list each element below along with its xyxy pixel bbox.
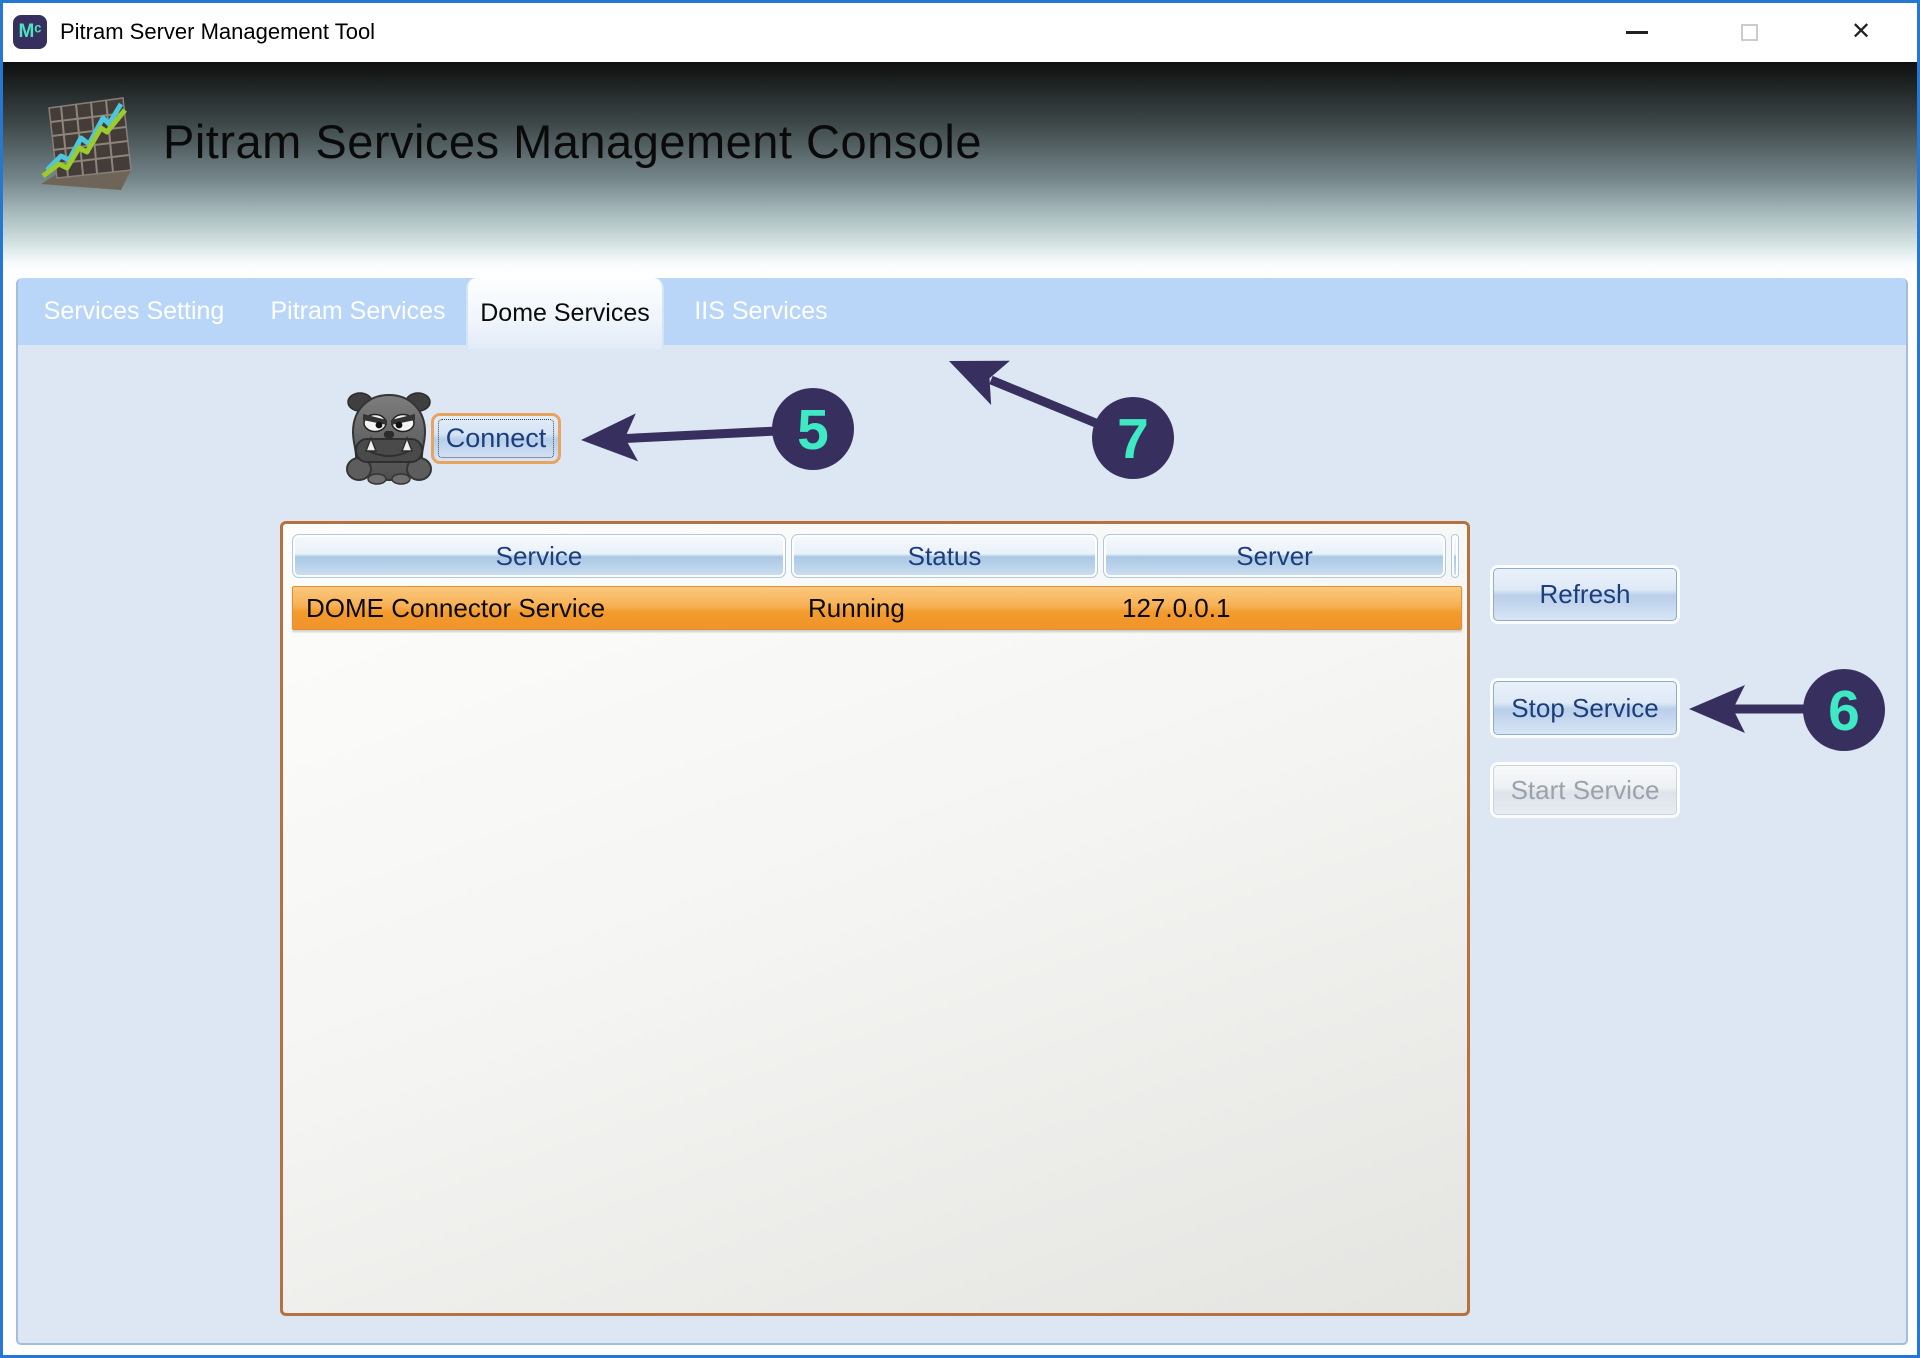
window-controls: ✕ xyxy=(1581,3,1917,61)
table-header-row: Service Status Server xyxy=(292,534,1459,578)
table-row[interactable]: DOME Connector Service Running 127.0.0.1 xyxy=(292,586,1462,630)
window-title: Pitram Server Management Tool xyxy=(60,19,376,44)
cell-service: DOME Connector Service xyxy=(306,592,606,623)
minimize-icon xyxy=(1626,30,1648,34)
refresh-button[interactable]: Refresh xyxy=(1493,568,1677,621)
close-button[interactable]: ✕ xyxy=(1805,3,1917,61)
tab-iis-services[interactable]: IIS Services xyxy=(694,297,828,325)
bulldog-icon xyxy=(346,392,432,485)
connect-button[interactable]: Connect xyxy=(431,413,561,464)
cell-server: 127.0.0.1 xyxy=(1122,592,1231,623)
console-title: Pitram Services Management Console xyxy=(163,115,982,168)
column-header-filler xyxy=(1451,534,1459,578)
stop-service-button[interactable]: Stop Service xyxy=(1493,681,1677,735)
line-chart-icon xyxy=(41,97,132,190)
banner: Pitram Services Management Console xyxy=(3,62,1917,274)
tab-pitram-services[interactable]: Pitram Services xyxy=(270,297,446,325)
start-service-button[interactable]: Start Service xyxy=(1493,765,1677,815)
app-icon: Mᶜ xyxy=(13,15,47,49)
maximize-icon xyxy=(1740,23,1758,41)
column-header-status[interactable]: Status xyxy=(790,534,1099,578)
column-header-service[interactable]: Service xyxy=(292,534,786,578)
cell-status: Running xyxy=(808,592,905,623)
title-bar: Mᶜ Pitram Server Management Tool ✕ xyxy=(3,3,1917,61)
tab-strip: Services Setting Pitram Services Dome Se… xyxy=(18,278,1906,349)
close-icon: ✕ xyxy=(1850,18,1872,45)
service-table: Service Status Server DOME Connector Ser… xyxy=(280,521,1470,1316)
connect-button-label: Connect xyxy=(437,419,555,458)
tab-dome-services[interactable]: Dome Services xyxy=(466,278,664,349)
column-header-server[interactable]: Server xyxy=(1103,534,1446,578)
maximize-button[interactable] xyxy=(1693,3,1805,61)
minimize-button[interactable] xyxy=(1581,3,1693,61)
tab-services-setting[interactable]: Services Setting xyxy=(43,297,225,325)
